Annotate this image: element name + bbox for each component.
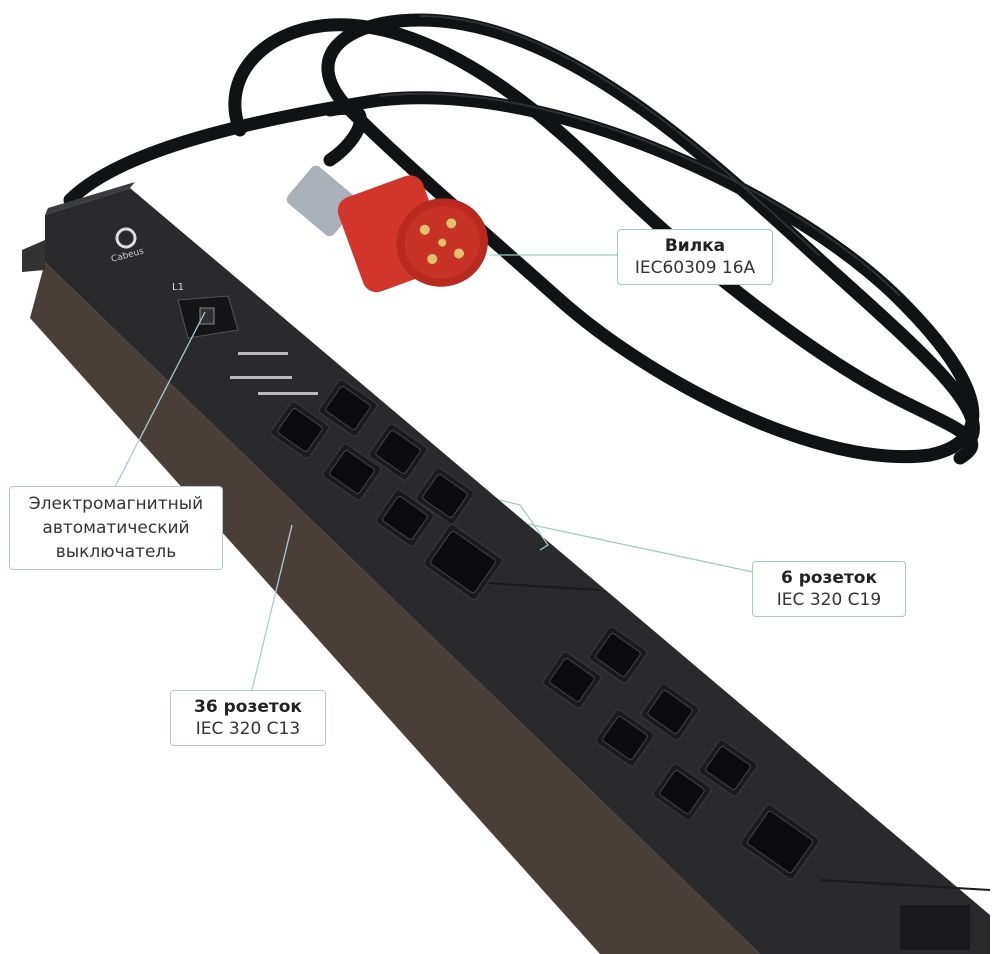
outlet-markings [230,352,318,395]
c13-outlet [318,379,378,437]
mounting-bracket [22,240,45,272]
callout-c19-title: 6 розеток [780,568,878,588]
breaker-label: L1 [172,282,184,293]
callout-c13-title: 36 розеток [194,697,302,717]
callout-breaker: Электромагнитный автоматический выключат… [9,486,223,570]
c13-leader-line [251,524,293,691]
power-cable [63,13,980,465]
c13-outlet [270,401,330,459]
callout-c13-subtitle: IEC 320 C13 [195,719,301,739]
c13-outlet [595,709,655,767]
callout-plug-title: Вилка [664,236,726,256]
c19-outlet [740,804,820,880]
c13-outlet [542,651,602,709]
breaker-leader-line [114,311,206,488]
outlet-group [270,379,820,880]
c13-outlet [368,423,428,481]
callout-plug: Вилка IEC60309 16A [617,229,773,285]
c13-outlet [640,683,700,741]
callout-breaker-line2: автоматический [42,518,190,538]
callout-breaker-line1: Электромагнитный [28,494,204,514]
iec60309-plug [286,165,488,293]
c19-outlet [423,524,503,600]
c13-outlet [415,467,475,525]
callout-c13: 36 розеток IEC 320 C13 [170,690,326,746]
c13-outlet [322,443,382,501]
callout-breaker-line3: выключатель [55,542,177,562]
c13-outlet [588,626,648,684]
c13-outlet [698,739,758,797]
c13-outlet [652,763,712,821]
callout-c19-subtitle: IEC 320 C19 [776,590,882,610]
circuit-breaker: L1 [172,282,239,339]
c19-leader-line [527,523,754,573]
c13-outlet [375,489,435,547]
callout-plug-subtitle: IEC60309 16A [634,258,756,278]
callout-c19: 6 розеток IEC 320 C19 [752,561,906,617]
